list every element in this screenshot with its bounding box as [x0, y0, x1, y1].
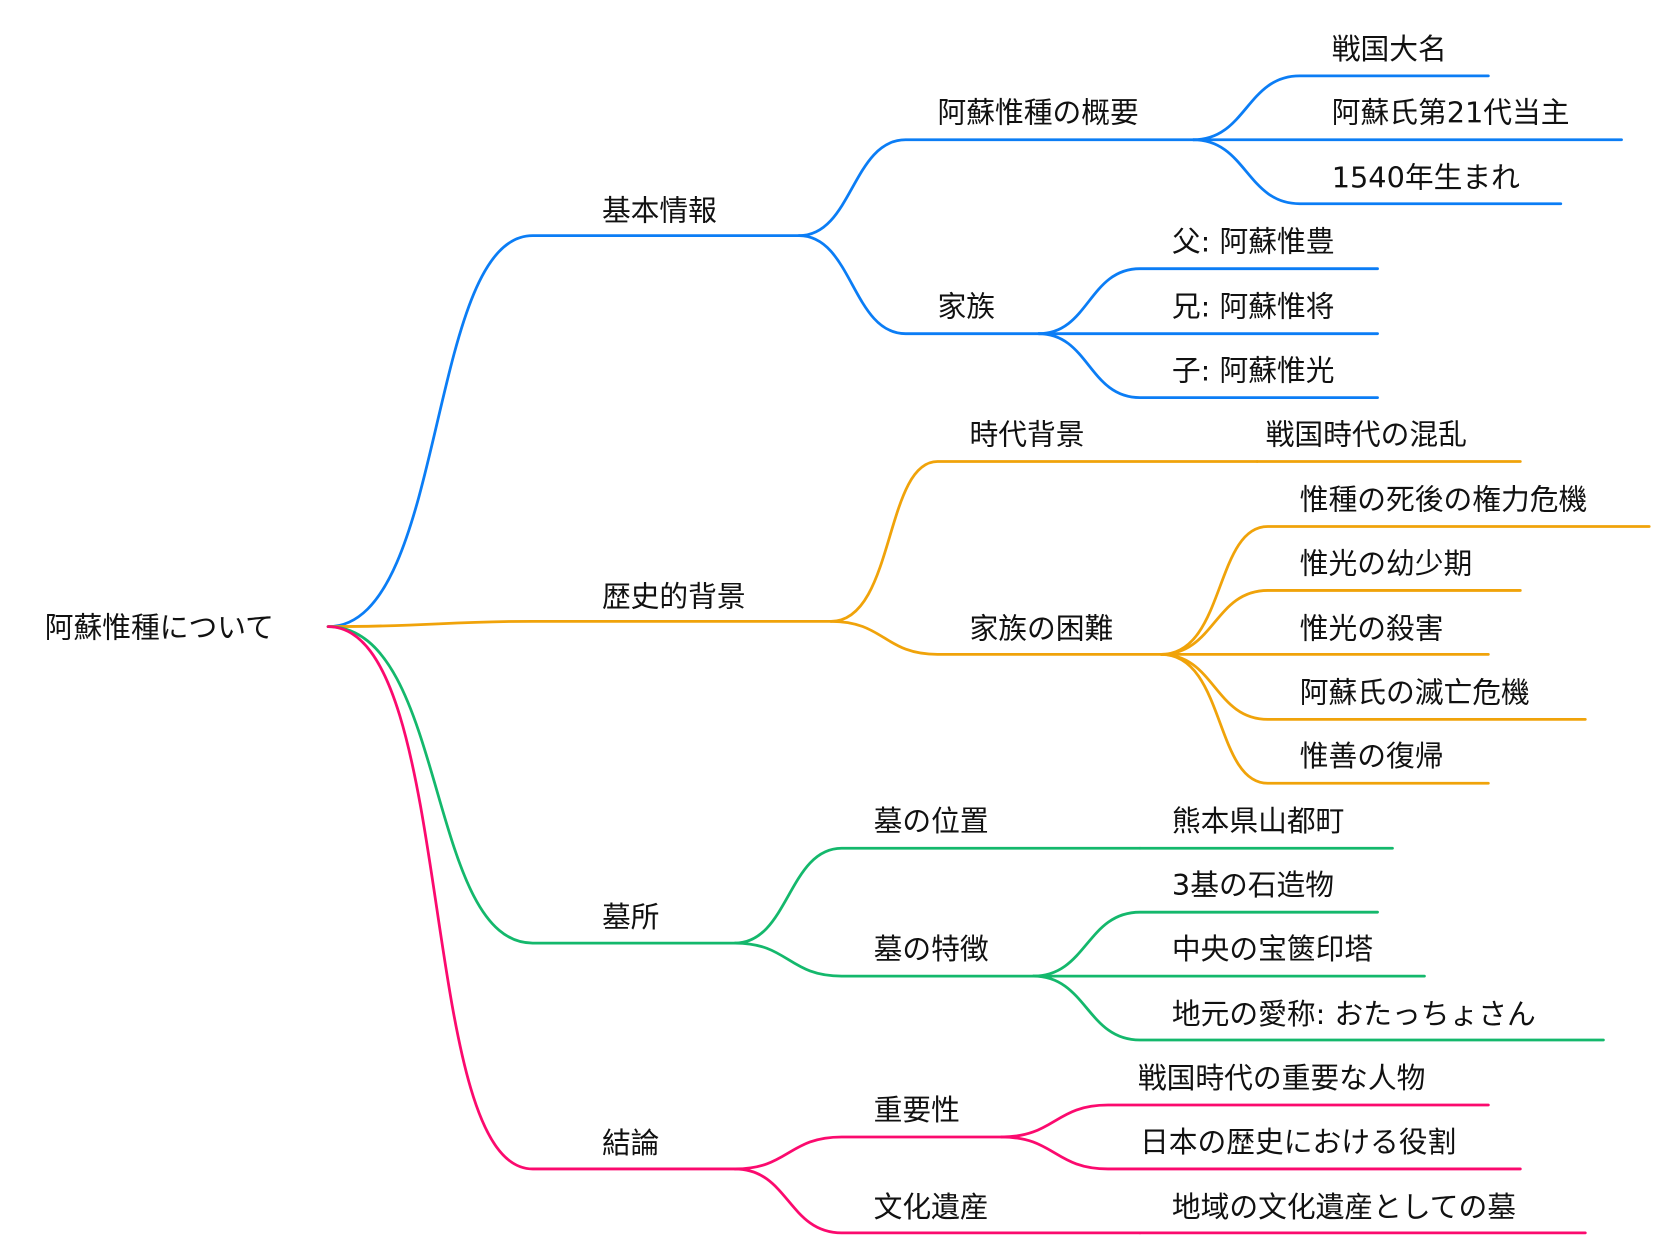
edge: [1037, 332, 1379, 399]
edge: [1000, 1103, 1490, 1139]
node-history[interactable]: 歴史的背景: [602, 579, 746, 613]
edge: [1032, 910, 1379, 978]
branch-basic-info: 基本情報 阿蘇惟種の概要 戦国大名 阿蘇氏第21代当主 1540年生まれ 家族 …: [326, 32, 1623, 629]
leaf[interactable]: 戦国大名: [1332, 32, 1447, 66]
edge: [1159, 589, 1522, 656]
edge: [797, 138, 1195, 238]
leaf[interactable]: 子: 阿蘇惟光: [1172, 354, 1335, 388]
leaf[interactable]: 熊本県山都町: [1172, 804, 1345, 838]
edge: [1191, 74, 1490, 142]
leaf[interactable]: 日本の歴史における役割: [1140, 1125, 1456, 1159]
node-grave[interactable]: 墓所: [602, 900, 660, 934]
node-location[interactable]: 墓の位置: [874, 804, 989, 838]
edge: [733, 941, 1035, 978]
leaf[interactable]: 阿蘇氏の滅亡危機: [1300, 675, 1530, 709]
leaf[interactable]: 惟光の殺害: [1300, 611, 1444, 645]
edge: [733, 846, 1142, 945]
leaf[interactable]: 阿蘇氏第21代当主: [1332, 96, 1570, 130]
branch-conclusion: 結論 重要性 戦国時代の重要な人物 日本の歴史における役割 文化遺産 地域の文化…: [326, 625, 1587, 1235]
edge: [326, 625, 737, 945]
edge: [1037, 267, 1379, 336]
edge: [1159, 652, 1490, 785]
node-conclusion[interactable]: 結論: [602, 1126, 660, 1160]
node-family[interactable]: 家族: [938, 290, 996, 324]
node-features[interactable]: 墓の特徴: [874, 932, 989, 966]
edge: [829, 619, 1163, 656]
leaf[interactable]: 地元の愛称: おたっちょさん: [1172, 997, 1536, 1031]
leaf[interactable]: 戦国時代の混乱: [1266, 417, 1467, 451]
leaf[interactable]: 父: 阿蘇惟豊: [1172, 225, 1335, 259]
edge: [326, 234, 801, 629]
node-heritage[interactable]: 文化遺産: [874, 1190, 989, 1224]
leaf[interactable]: 戦国時代の重要な人物: [1138, 1061, 1426, 1095]
leaf[interactable]: 兄: 阿蘇惟将: [1172, 290, 1335, 324]
leaf[interactable]: 地域の文化遺産としての墓: [1172, 1190, 1516, 1224]
edge: [326, 619, 833, 629]
leaf[interactable]: 中央の宝篋印塔: [1172, 932, 1373, 966]
leaf[interactable]: 惟善の復帰: [1300, 739, 1444, 773]
node-overview[interactable]: 阿蘇惟種の概要: [938, 96, 1139, 130]
edge: [733, 1167, 1142, 1235]
node-difficulty[interactable]: 家族の困難: [970, 611, 1114, 645]
node-importance[interactable]: 重要性: [874, 1093, 960, 1127]
leaf[interactable]: 惟種の死後の権力危機: [1300, 482, 1587, 516]
branch-history: 歴史的背景 時代背景 戦国時代の混乱 家族の困難 惟種の死後の権力危機 惟光の幼…: [326, 417, 1651, 785]
edge: [1159, 525, 1651, 656]
edge: [326, 625, 737, 1171]
branch-grave: 墓所 墓の位置 熊本県山都町 墓の特徴 3基の石造物 中央の宝篋印塔 地元の愛称…: [326, 625, 1605, 1042]
edge: [733, 1135, 1003, 1171]
node-basic-info[interactable]: 基本情報: [602, 194, 717, 228]
edge: [797, 234, 1041, 336]
leaf[interactable]: 3基の石造物: [1172, 868, 1334, 902]
edge: [829, 460, 1259, 623]
leaf[interactable]: 1540年生まれ: [1332, 161, 1520, 195]
edge: [1032, 974, 1605, 1042]
edge: [1191, 138, 1563, 206]
root-node[interactable]: 阿蘇惟種について: [45, 610, 274, 644]
node-era[interactable]: 時代背景: [970, 417, 1085, 451]
leaf[interactable]: 惟光の幼少期: [1300, 546, 1472, 580]
edge: [1000, 1135, 1522, 1171]
